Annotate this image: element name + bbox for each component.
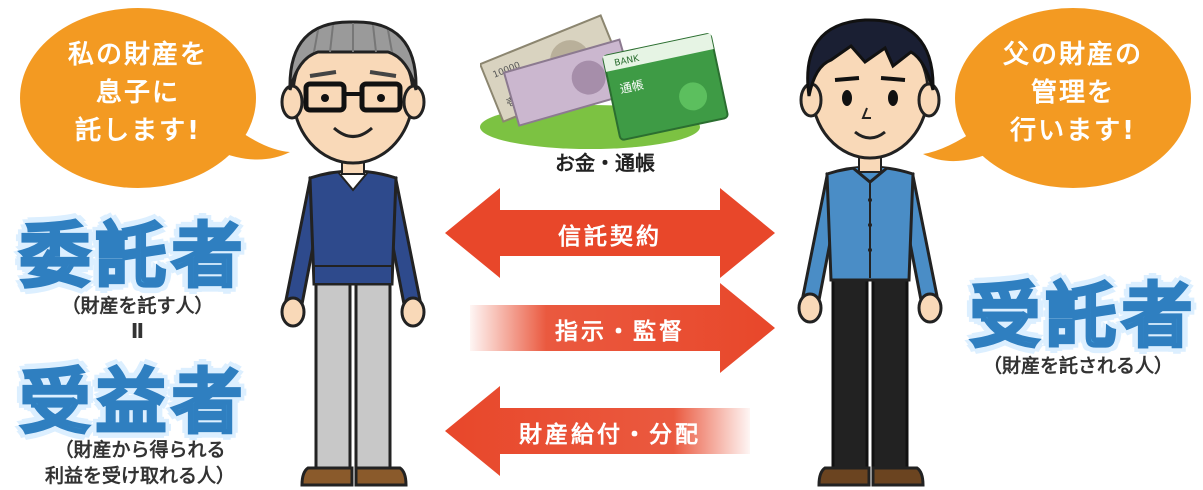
father-figure — [280, 20, 426, 487]
arrow-trust-contract — [445, 188, 775, 278]
money-passbook-illustration: 10000 壱万円 BANK 通帳 — [480, 14, 729, 149]
role-trustee-note: （財産を託される人） — [982, 355, 1173, 377]
arrow-property-distribution — [445, 386, 750, 476]
role-beneficiary-title: 受益者 — [19, 360, 248, 445]
speech-bubble-left — [20, 8, 290, 188]
passbook-title: 通帳 — [619, 78, 645, 97]
speech-bubble-right — [923, 8, 1191, 188]
son-figure — [797, 18, 943, 487]
assets-label: お金・通帳 — [555, 151, 655, 175]
role-settlor-title: 委託者 — [19, 214, 248, 299]
equals-sign: Ⅱ — [130, 319, 145, 343]
role-settlor-note: （財産を託す人） — [61, 295, 214, 317]
arrow-instruction-supervision-label: 指示・監督 — [555, 319, 685, 345]
role-trustee-title: 受託者 — [969, 274, 1198, 359]
arrow-instruction-supervision — [470, 283, 775, 373]
arrow-trust-contract-label: 信託契約 — [558, 224, 662, 250]
speech-text-right: 父の財産の 管理を 行います! — [1002, 40, 1143, 146]
role-beneficiary-note: （財産から得られる 利益を受け取れる人） — [44, 439, 235, 487]
speech-text-left: 私の財産を 息子に 託します! — [67, 40, 208, 146]
arrow-property-distribution-label: 財産給付・分配 — [519, 422, 701, 448]
